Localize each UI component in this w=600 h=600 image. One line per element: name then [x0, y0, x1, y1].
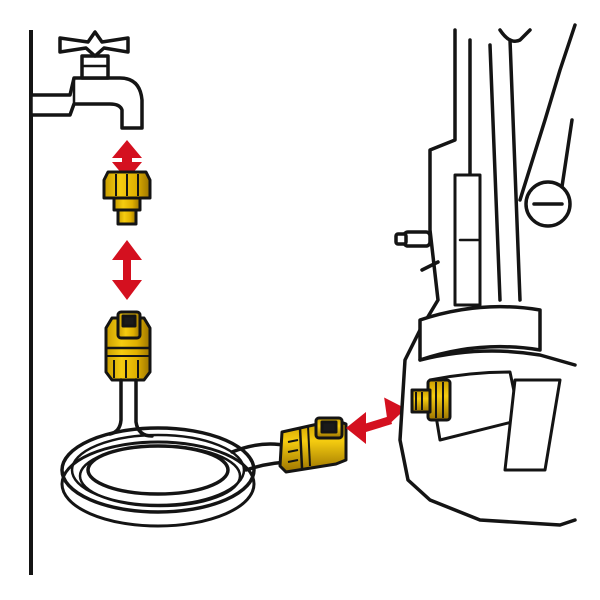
device-water-inlet [410, 378, 452, 422]
pressure-washer [394, 23, 577, 527]
garden-hose [60, 378, 294, 528]
device-connector [278, 416, 348, 474]
arrow-adapter-to-hose [112, 240, 142, 300]
tap-adapter [102, 170, 152, 226]
water-tap [29, 30, 144, 130]
arrow-hose-to-inlet [346, 397, 406, 444]
hose-connector [104, 310, 152, 382]
